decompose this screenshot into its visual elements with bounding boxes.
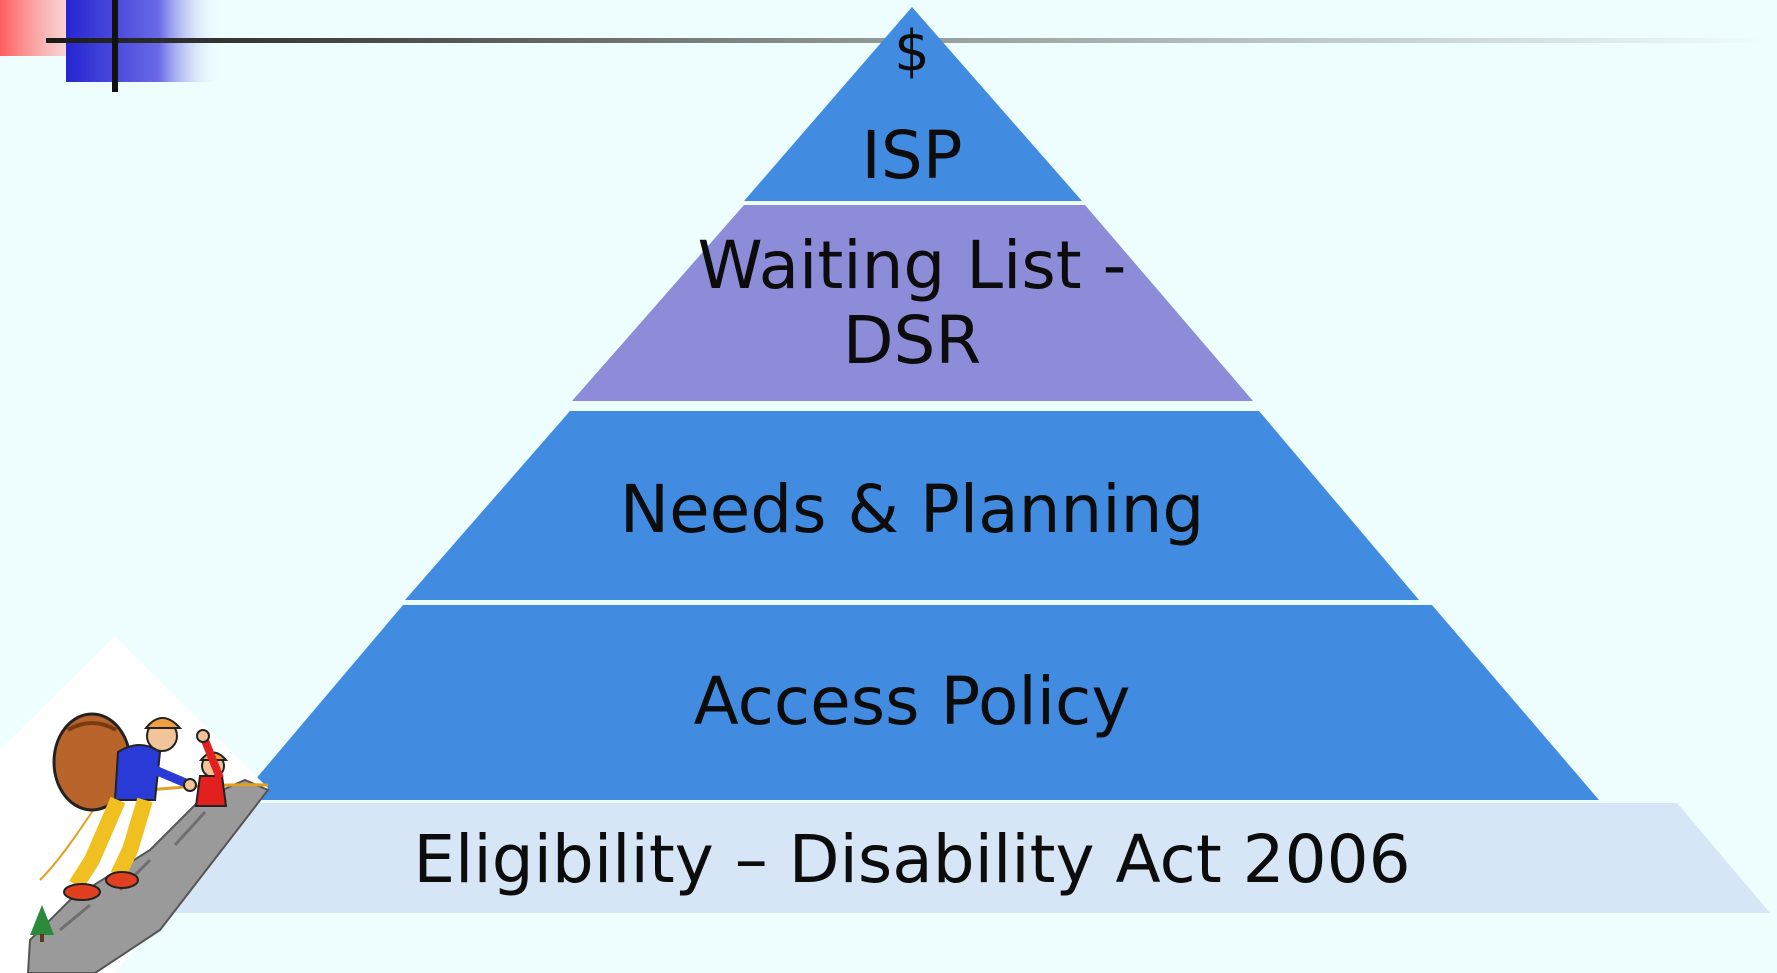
header-vertical-rule	[112, 0, 118, 92]
tier-label-waiting-list-line1: Waiting List -	[698, 227, 1127, 304]
tier-label-eligibility: Eligibility – Disability Act 2006	[413, 821, 1410, 898]
tier-isp	[744, 7, 1082, 201]
tier-label-access-policy: Access Policy	[694, 663, 1131, 740]
tier-waiting-list	[572, 205, 1253, 401]
top-symbol: $	[894, 19, 930, 84]
tier-label-needs-planning: Needs & Planning	[620, 471, 1205, 548]
tier-label-isp: ISP	[861, 117, 962, 194]
tier-access-policy	[238, 605, 1599, 800]
climbers-clipart-icon	[0, 636, 270, 973]
tier-needs-planning	[405, 411, 1419, 600]
pyramid-tiers	[140, 7, 1770, 913]
tier-label-waiting-list-line2: DSR	[843, 302, 982, 379]
tier-eligibility	[140, 803, 1770, 913]
